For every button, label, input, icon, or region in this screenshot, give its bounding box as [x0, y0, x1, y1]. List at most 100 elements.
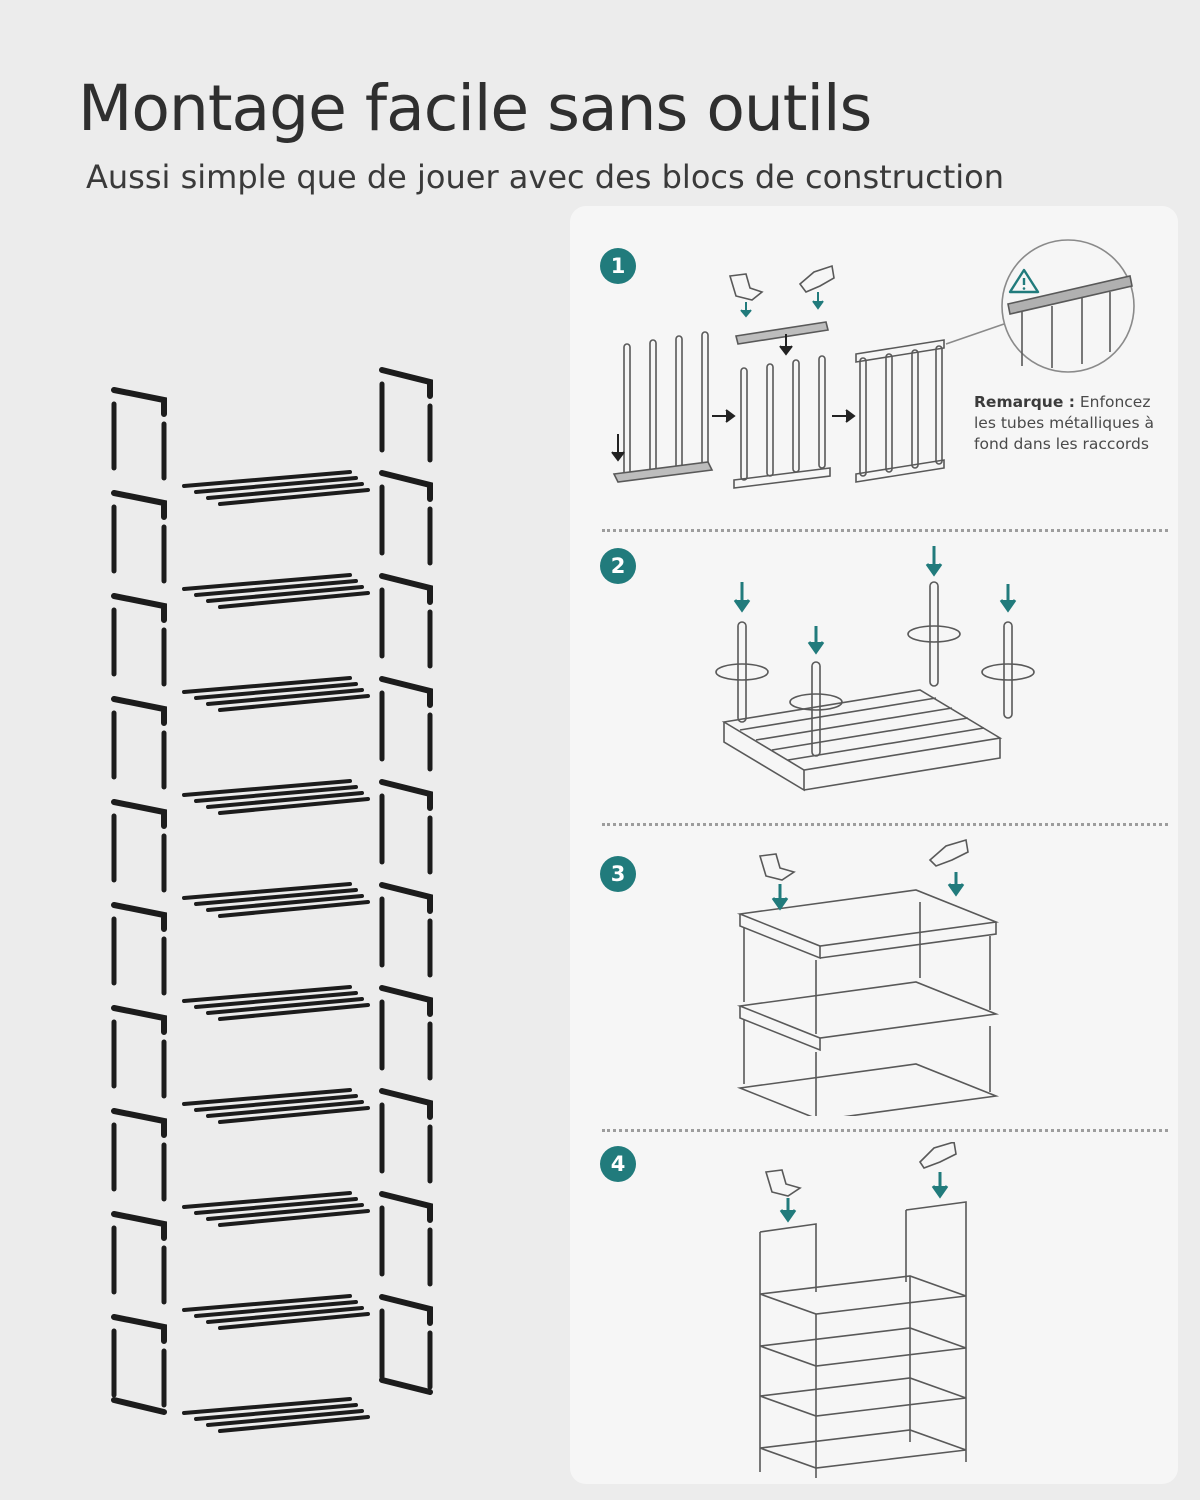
shelf-bar-part	[194, 991, 358, 1009]
shelf-bar-part	[206, 1100, 364, 1118]
connector-part	[111, 696, 167, 726]
shelf-bar-part	[206, 1409, 364, 1427]
shelf-bar-part	[206, 585, 364, 603]
shelf-bar-part	[206, 894, 364, 912]
shelf-bar-part	[194, 579, 358, 597]
shelf-bar-part	[194, 1197, 358, 1215]
step-2: 2	[570, 532, 1178, 822]
shelf-bar-part	[182, 1191, 352, 1209]
rotate-icon	[789, 693, 843, 711]
hand-press-icon	[764, 1169, 802, 1197]
shelf-bar-part	[194, 682, 358, 700]
connector-part	[379, 367, 433, 399]
shelf-bar-part	[218, 488, 370, 506]
arrow-down-icon	[931, 1172, 949, 1199]
shelf-bar-part	[218, 591, 370, 609]
arrow-down-icon	[611, 434, 625, 462]
shelf-bar-part	[194, 1403, 358, 1421]
connector-part	[379, 1377, 433, 1395]
arrow-down-icon	[733, 582, 751, 613]
shelf-bar-part	[218, 1209, 370, 1227]
arrow-down-icon	[807, 626, 825, 655]
shelf-bar-part	[194, 1300, 358, 1318]
shelf-bar-part	[218, 797, 370, 815]
connector-part	[111, 902, 167, 932]
arrow-down-icon	[999, 584, 1017, 613]
shelf-bar-part	[182, 985, 352, 1003]
step-3-illustration	[736, 838, 1000, 1116]
shelf-bar-part	[182, 573, 352, 591]
shelf-bar-part	[182, 1294, 352, 1312]
step-1: 1	[570, 206, 1178, 526]
arrow-down-icon	[740, 302, 752, 318]
shelf-bar-part	[182, 882, 352, 900]
instructions-panel: 1	[570, 206, 1178, 1484]
hand-press-icon	[918, 1142, 957, 1169]
connector-part	[379, 779, 433, 811]
arrow-down-icon	[779, 334, 793, 356]
rotate-icon	[981, 663, 1035, 681]
step-4: 4	[570, 1132, 1178, 1482]
shelf-bar-part	[206, 997, 364, 1015]
shelf-bar-part	[182, 1088, 352, 1106]
connector-part	[111, 1108, 167, 1138]
shelf-bar-part	[206, 791, 364, 809]
shelf-bar-part	[194, 888, 358, 906]
connector-part	[379, 1088, 433, 1120]
step-3: 3	[570, 826, 1178, 1126]
shelf-bar-part	[194, 476, 358, 494]
connector-part	[111, 593, 167, 623]
rotate-icon	[907, 625, 961, 643]
shelf-bar-part	[218, 1415, 370, 1433]
arrow-down-icon	[812, 292, 824, 310]
connector-part	[111, 1211, 167, 1241]
connector-part	[379, 985, 433, 1017]
connector-part	[379, 1191, 433, 1223]
arrow-down-icon	[947, 872, 965, 897]
connector-part	[111, 1314, 167, 1344]
shelf-bar-part	[194, 1094, 358, 1112]
connector-part	[111, 387, 167, 417]
note-text: Enfoncez les tubes métalliques à fond da…	[974, 393, 1154, 453]
arrow-right-icon	[832, 409, 856, 423]
step-1-badge: 1	[600, 248, 636, 284]
page-title: Montage facile sans outils	[78, 72, 872, 145]
connector-part	[111, 1397, 167, 1415]
shelf-bar-part	[206, 482, 364, 500]
connector-part	[111, 799, 167, 829]
shelf-bar-part	[194, 785, 358, 803]
assembly-note: Remarque : Enfoncez les tubes métallique…	[974, 392, 1174, 455]
step-3-badge: 3	[600, 856, 636, 892]
exploded-parts-illustration	[111, 367, 433, 1433]
arrow-down-icon	[779, 1198, 797, 1223]
arrow-down-icon	[925, 546, 943, 577]
rotate-icon	[715, 663, 769, 681]
warning-icon	[1008, 268, 1040, 294]
step-2-illustration	[715, 546, 1035, 792]
connector-part	[379, 573, 433, 605]
connector-part	[111, 1005, 167, 1035]
shelf-bar-part	[182, 1397, 352, 1415]
shelf-bar-part	[218, 694, 370, 712]
shelf-bar-part	[182, 676, 352, 694]
shelf-bar-part	[182, 470, 352, 488]
step-1-illustration	[611, 239, 1135, 489]
connector-part	[111, 490, 167, 520]
connector-part	[379, 882, 433, 914]
connector-part	[379, 470, 433, 502]
step-separator	[602, 1129, 1168, 1132]
hand-press-icon	[758, 853, 796, 881]
shelf-bar-part	[218, 1003, 370, 1021]
step-separator	[602, 823, 1168, 826]
page-subtitle: Aussi simple que de jouer avec des blocs…	[86, 158, 1004, 196]
step-4-badge: 4	[600, 1146, 636, 1182]
arrow-right-icon	[712, 409, 736, 423]
hand-press-icon	[928, 838, 969, 867]
connector-part	[379, 1294, 433, 1326]
shelf-bar-part	[218, 900, 370, 918]
shelf-bar-part	[182, 779, 352, 797]
shelf-bar-part	[218, 1106, 370, 1124]
note-label: Remarque :	[974, 393, 1075, 411]
shelf-bar-part	[206, 688, 364, 706]
arrow-down-icon	[771, 884, 789, 911]
